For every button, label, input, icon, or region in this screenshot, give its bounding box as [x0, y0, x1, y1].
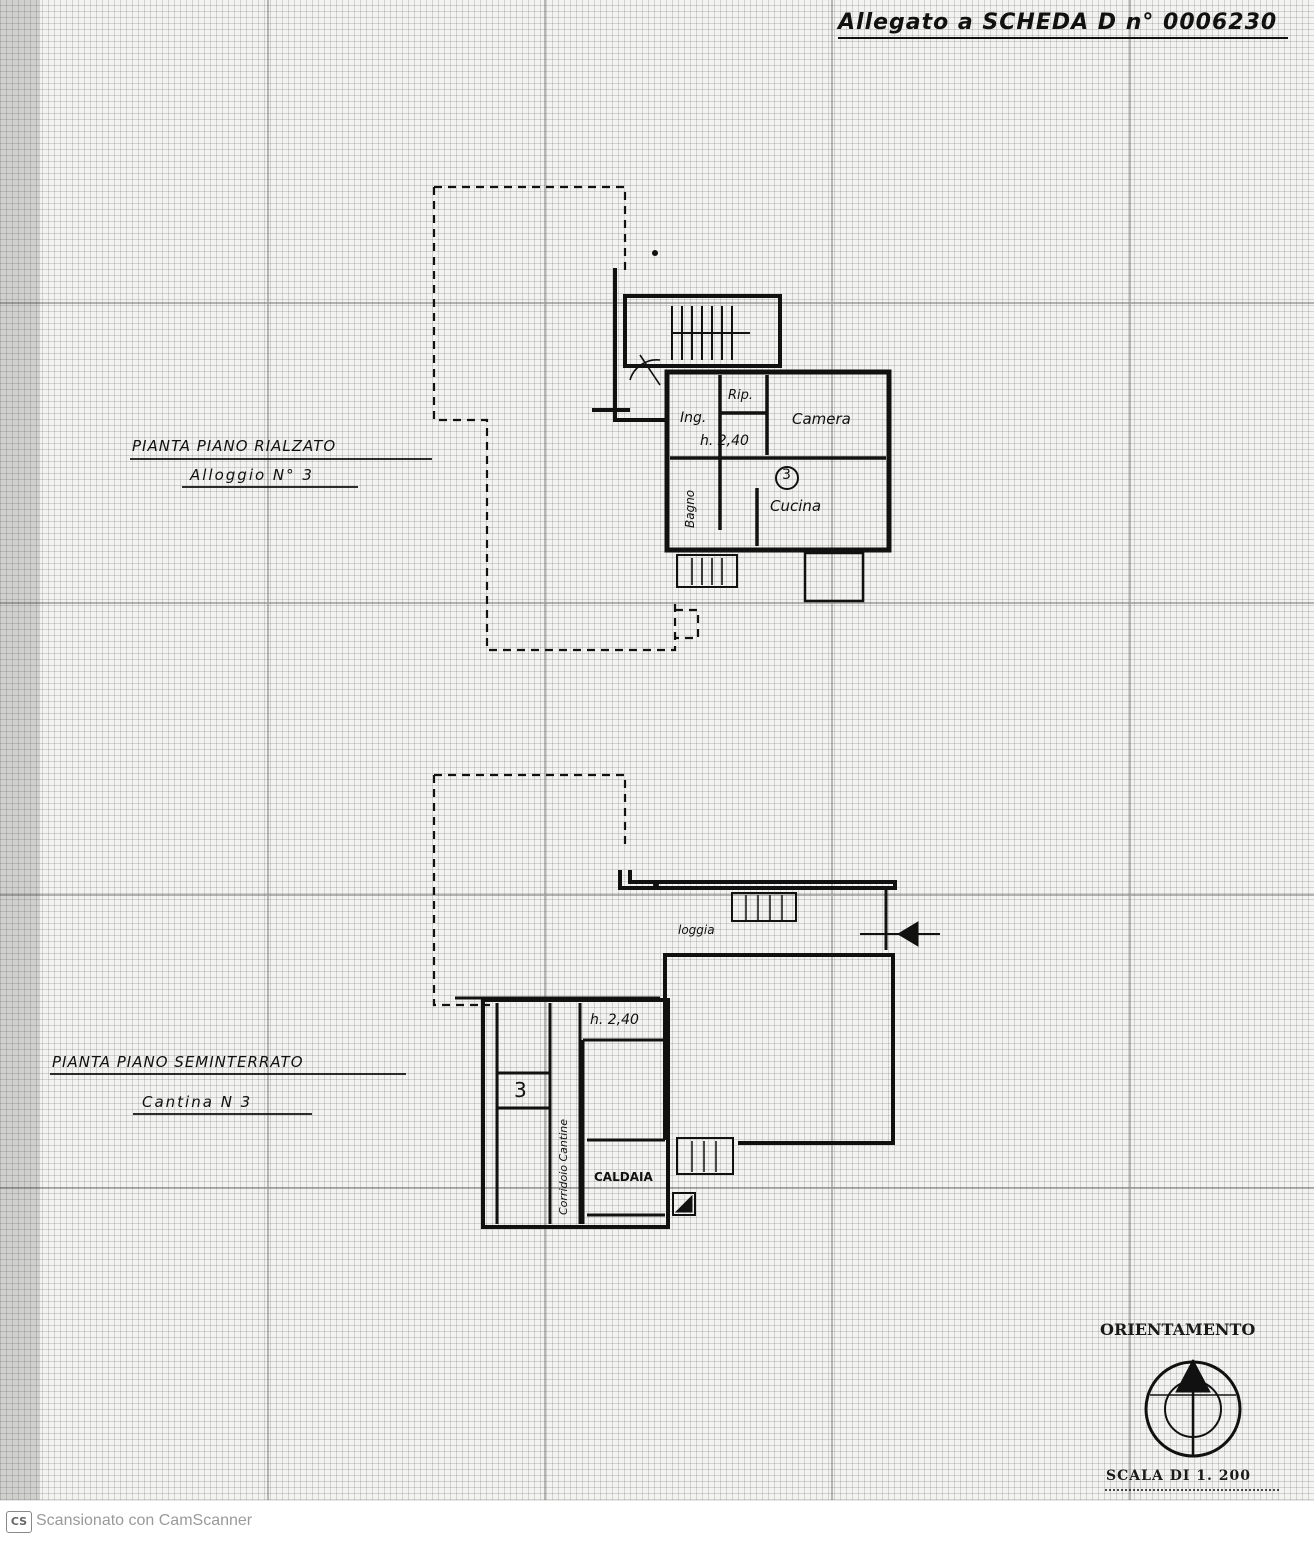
- edge-shading: [0, 0, 40, 1500]
- upper-plan-subtitle: Alloggio N° 3: [190, 466, 314, 484]
- upper-unit-marker: 3: [782, 467, 791, 483]
- lower-loggia-stair: [731, 892, 797, 922]
- camscanner-logo-icon: CS: [6, 1511, 32, 1533]
- upper-stair-treads: [671, 306, 750, 360]
- scanner-footer: CS Scansionato con CamScanner: [0, 1500, 1314, 1543]
- compass-icon: [1144, 1358, 1242, 1458]
- lower-plan-subtitle: Cantina N 3: [142, 1093, 253, 1111]
- lower-open-room: [663, 953, 895, 1145]
- lower-height-label: h. 2,40: [590, 1012, 639, 1028]
- lower-cellar-walls: [495, 1003, 665, 1224]
- upper-height-label: h. 2,40: [700, 433, 749, 449]
- room-label-ripostiglio: Rip.: [728, 388, 754, 403]
- room-label-cucina: Cucina: [770, 497, 822, 515]
- orientation-label: ORIENTAMENTO: [1100, 1320, 1256, 1339]
- room-label-camera: Camera: [792, 410, 851, 428]
- lower-lot-outline: [432, 773, 627, 1007]
- title-underlines: [50, 458, 432, 1115]
- lower-unit-marker: 3: [514, 1078, 527, 1102]
- room-label-loggia: loggia: [678, 923, 715, 937]
- lower-cellar-block: [481, 998, 670, 1229]
- major-grid: [0, 0, 1314, 1500]
- upper-stair-block: [623, 294, 782, 368]
- lower-top-marker: [653, 882, 659, 888]
- room-label-ingresso: Ing.: [680, 410, 707, 426]
- floor-plan-drawing: [0, 0, 1314, 1500]
- upper-plan: [432, 185, 892, 652]
- upper-balcony: [803, 551, 865, 603]
- room-label-caldaia: CALDAIA: [594, 1170, 653, 1184]
- scanner-watermark-text: Scansionato con CamScanner: [36, 1512, 253, 1529]
- room-label-corridoio: Corridoio Cantine: [557, 1118, 570, 1215]
- upper-unit-circle: [775, 466, 799, 490]
- lower-steps: [676, 1137, 734, 1175]
- lower-plan: [432, 773, 940, 1229]
- scale-label: SCALA DI 1. 200: [1106, 1468, 1251, 1484]
- upper-door-swing: [629, 354, 661, 386]
- upper-top-marker: [652, 250, 658, 256]
- lower-entry-arrow: [897, 921, 919, 947]
- upper-rear-steps: [676, 554, 738, 588]
- room-label-bagno: Bagno: [683, 489, 697, 528]
- upper-lot-outline: [432, 185, 700, 652]
- upper-entry-wall: [613, 268, 665, 422]
- plan-sheet: Allegato a SCHEDA D n° 0006230 PIANTA PI…: [0, 0, 1314, 1500]
- lower-plan-title: PIANTA PIANO SEMINTERRATO: [52, 1053, 304, 1071]
- lower-chimney: [672, 1192, 696, 1216]
- attachment-reference: Allegato a SCHEDA D n° 0006230: [838, 10, 1278, 35]
- upper-internal-walls: [670, 375, 886, 546]
- lower-loggia: [618, 870, 897, 890]
- upper-apartment-outline: [664, 369, 892, 553]
- upper-plan-title: PIANTA PIANO RIALZATO: [132, 437, 337, 455]
